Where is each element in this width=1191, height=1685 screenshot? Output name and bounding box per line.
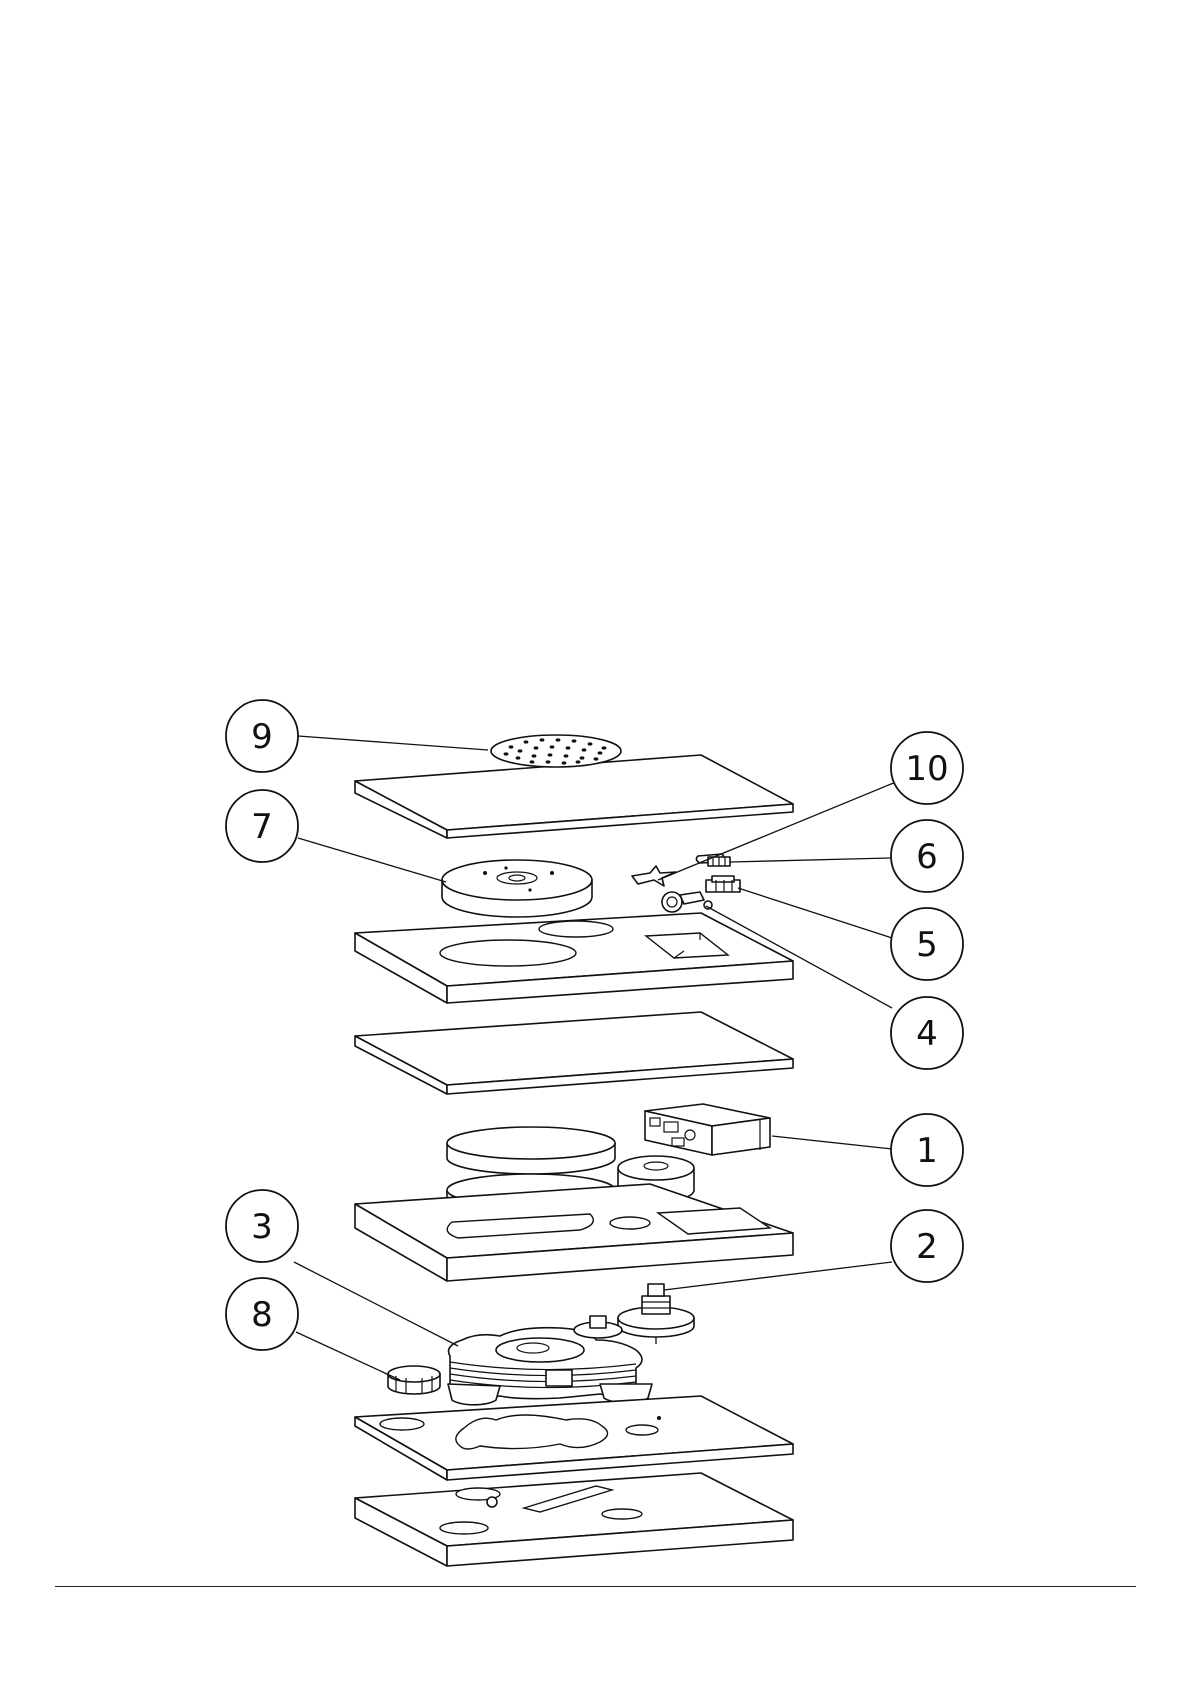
foam-layer-top <box>355 755 793 838</box>
perforation-hole <box>566 746 571 749</box>
foam-layer-4 <box>355 1184 793 1281</box>
callout-2: 2 <box>891 1210 963 1282</box>
callout-6-label: 6 <box>916 837 938 877</box>
leader-7 <box>298 838 446 882</box>
perforation-hole <box>564 754 569 757</box>
perforation-hole <box>572 739 577 742</box>
leader-3 <box>294 1262 458 1346</box>
part-7-round-disc <box>442 860 592 917</box>
callout-4-label: 4 <box>916 1014 938 1054</box>
perforation-hole <box>594 757 599 760</box>
perforation-hole <box>548 753 553 756</box>
leader-1 <box>772 1136 892 1149</box>
foam-layer-2 <box>355 913 793 1003</box>
leader-6 <box>730 858 890 862</box>
foam-layer-5 <box>355 1396 793 1480</box>
callout-9-label: 9 <box>251 717 273 757</box>
callout-10-label: 10 <box>905 749 948 789</box>
perforation-hole <box>518 749 523 752</box>
perforation-hole <box>532 754 537 757</box>
part-5-plug <box>706 876 740 892</box>
perforation-hole <box>562 761 567 764</box>
perforation-hole <box>534 746 539 749</box>
callout-7-label: 7 <box>251 807 273 847</box>
perforation-hole <box>546 760 551 763</box>
perforation-hole <box>516 756 521 759</box>
part-4-cable-gland <box>662 892 712 912</box>
perforation-hole <box>540 738 545 741</box>
perforation-hole <box>530 760 535 763</box>
callout-9: 9 <box>226 700 298 772</box>
callout-10: 10 <box>891 732 963 804</box>
leader-8 <box>296 1332 400 1380</box>
part-2-spindle <box>618 1284 694 1344</box>
foam-layer-6 <box>355 1473 793 1566</box>
callout-1-label: 1 <box>916 1131 938 1171</box>
callout-4: 4 <box>891 997 963 1069</box>
footer-rule <box>55 1586 1136 1587</box>
callout-8-label: 8 <box>251 1295 273 1335</box>
leader-5 <box>738 888 892 938</box>
perforation-hole <box>588 742 593 745</box>
part-3-rotor-assembly <box>448 1316 652 1405</box>
callout-5-label: 5 <box>916 925 938 965</box>
part-8-small-cylinder <box>388 1366 440 1394</box>
leader-9 <box>298 736 488 750</box>
foam-layer-3 <box>355 1012 793 1094</box>
part-9-perforated-disc <box>491 735 621 767</box>
callout-5: 5 <box>891 908 963 980</box>
leader-2 <box>664 1262 892 1290</box>
perforation-hole <box>602 746 607 749</box>
callout-2-label: 2 <box>916 1227 938 1267</box>
perforation-hole <box>504 752 509 755</box>
perforation-hole <box>598 751 603 754</box>
callout-3-label: 3 <box>251 1207 273 1247</box>
callout-6: 6 <box>891 820 963 892</box>
perforation-hole <box>550 745 555 748</box>
perforation-hole <box>576 760 581 763</box>
foam-cylinder-upper <box>447 1127 615 1174</box>
perforation-hole <box>580 756 585 759</box>
callout-1: 1 <box>891 1114 963 1186</box>
perforation-hole <box>556 738 561 741</box>
part-1-electronics-box <box>645 1104 770 1155</box>
callout-8: 8 <box>226 1278 298 1350</box>
callout-3: 3 <box>226 1190 298 1262</box>
callout-7: 7 <box>226 790 298 862</box>
perforation-hole <box>509 745 514 748</box>
perforation-hole <box>524 740 529 743</box>
perforation-hole <box>582 748 587 751</box>
rotor-top-knob <box>574 1316 622 1338</box>
